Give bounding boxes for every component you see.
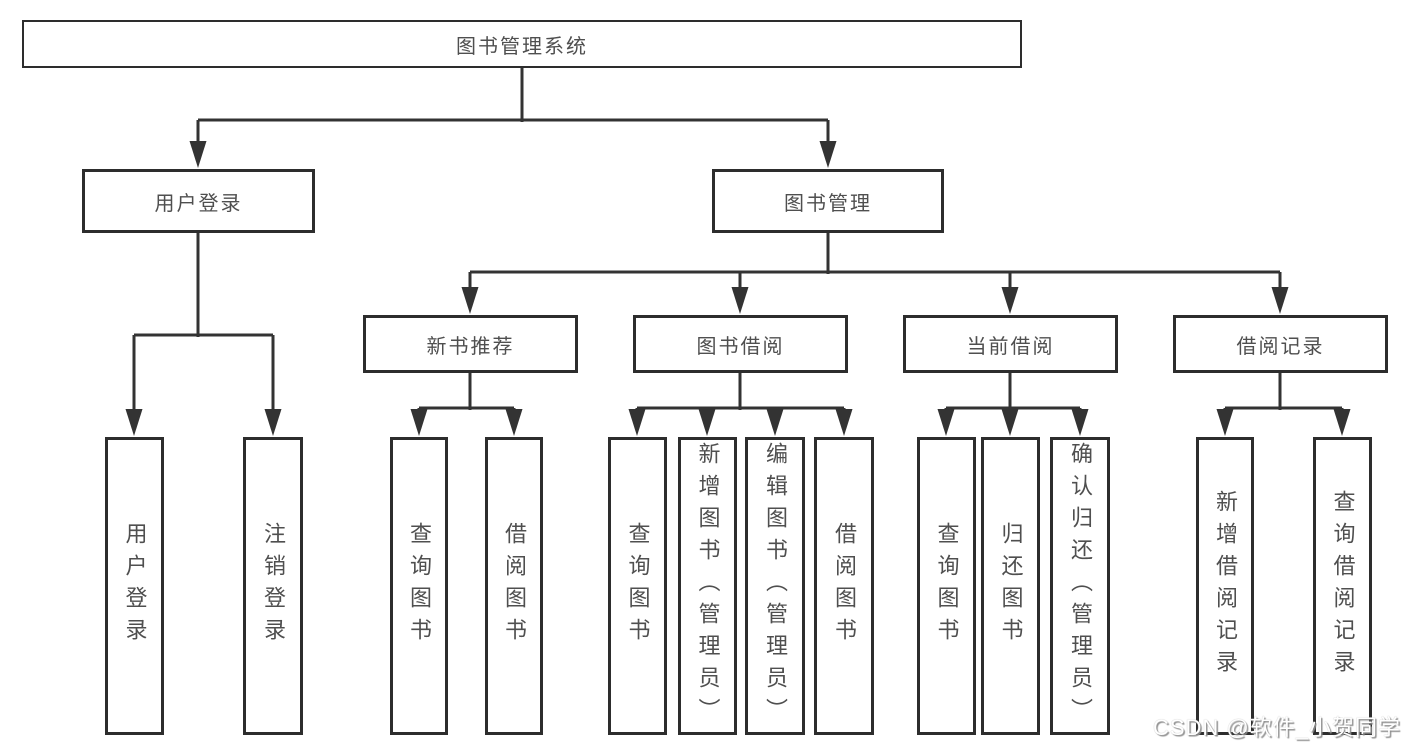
node-label: 用户登录 xyxy=(122,522,148,650)
node-label: 新增借阅记录 xyxy=(1213,490,1238,682)
node-label: 图书借阅 xyxy=(696,335,785,358)
leaf-query-books-current: 查询图书 xyxy=(917,437,976,735)
leaf-borrow-books: 借阅图书 xyxy=(814,437,874,735)
node-label: 注销登录 xyxy=(261,522,286,650)
node-label: 当前借阅 xyxy=(966,335,1055,358)
leaf-confirm-return-admin: 确认归还（管理员） xyxy=(1050,437,1110,735)
node-label: 新增图书（管理员） xyxy=(695,442,721,730)
node-book-management: 图书管理 xyxy=(712,169,944,233)
node-root-library-system: 图书管理系统 xyxy=(22,20,1022,68)
leaf-add-borrow-record: 新增借阅记录 xyxy=(1196,437,1254,735)
node-user-login: 用户登录 xyxy=(82,169,315,233)
node-label: 图书管理系统 xyxy=(456,35,588,58)
node-label: 归还图书 xyxy=(998,522,1024,650)
leaf-add-books-admin: 新增图书（管理员） xyxy=(678,437,737,735)
leaf-borrow-books-recommend: 借阅图书 xyxy=(485,437,543,735)
node-label: 查询图书 xyxy=(625,522,651,650)
node-label: 新书推荐 xyxy=(426,335,515,358)
node-label: 图书管理 xyxy=(784,192,872,215)
node-new-book-recommend: 新书推荐 xyxy=(363,315,578,373)
leaf-edit-books-admin: 编辑图书（管理员） xyxy=(745,437,805,735)
leaf-query-books-recommend: 查询图书 xyxy=(390,437,448,735)
node-label: 借阅记录 xyxy=(1236,335,1325,358)
node-label: 查询图书 xyxy=(934,522,960,650)
node-label: 查询图书 xyxy=(407,522,432,650)
leaf-query-books-borrow: 查询图书 xyxy=(608,437,667,735)
node-label: 查询借阅记录 xyxy=(1330,490,1356,682)
node-label: 借阅图书 xyxy=(502,522,527,650)
node-borrow-records: 借阅记录 xyxy=(1173,315,1388,373)
node-label: 确认归还（管理员） xyxy=(1068,442,1093,730)
leaf-query-borrow-record: 查询借阅记录 xyxy=(1313,437,1372,735)
leaf-logout: 注销登录 xyxy=(243,437,303,735)
leaf-user-login: 用户登录 xyxy=(105,437,164,735)
leaf-return-books: 归还图书 xyxy=(981,437,1040,735)
node-label: 借阅图书 xyxy=(832,522,857,650)
node-current-borrowing: 当前借阅 xyxy=(903,315,1118,373)
node-label: 用户登录 xyxy=(154,192,243,215)
node-book-borrowing: 图书借阅 xyxy=(633,315,848,373)
csdn-watermark: CSDN @软件_小贺同学 xyxy=(1152,715,1401,740)
node-label: 编辑图书（管理员） xyxy=(763,442,788,730)
